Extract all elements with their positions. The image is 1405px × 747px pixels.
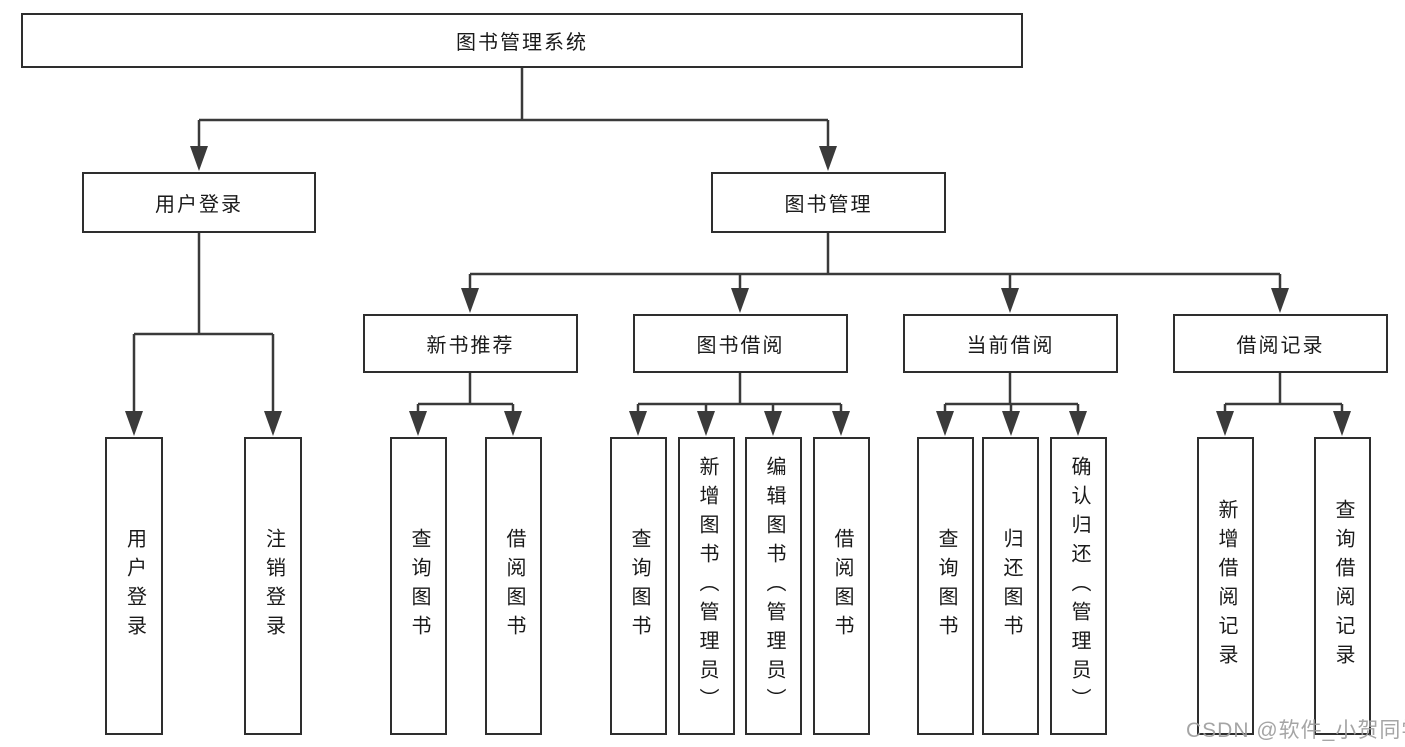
node-new-book-recommend: 新书推荐 xyxy=(363,314,578,373)
arrowhead-icon xyxy=(764,411,782,436)
arrowhead-icon xyxy=(1271,288,1289,313)
leaf-borrow-books: 借阅图书 xyxy=(485,437,542,735)
arrowhead-icon xyxy=(832,411,850,436)
arrowhead-icon xyxy=(936,411,954,436)
leaf-logout: 注销登录 xyxy=(244,437,302,735)
leaf-edit-books-admin: 编辑图书（管理员） xyxy=(745,437,802,735)
node-book-borrow: 图书借阅 xyxy=(633,314,848,373)
arrowhead-icon xyxy=(190,146,208,171)
leaf-add-borrow-record: 新增借阅记录 xyxy=(1197,437,1254,735)
arrowheads xyxy=(125,146,1351,436)
arrowhead-icon xyxy=(1002,411,1020,436)
leaf-borrow-books: 借阅图书 xyxy=(813,437,870,735)
node-current-borrow: 当前借阅 xyxy=(903,314,1118,373)
arrowhead-icon xyxy=(125,411,143,436)
leaf-query-books: 查询图书 xyxy=(917,437,974,735)
leaf-confirm-return-admin: 确认归还（管理员） xyxy=(1050,437,1107,735)
arrowhead-icon xyxy=(819,146,837,171)
leaf-query-borrow-record: 查询借阅记录 xyxy=(1314,437,1371,735)
connector-currentborrow-to-leaves xyxy=(943,373,1080,415)
node-user-login: 用户登录 xyxy=(82,172,316,233)
leaf-user-login: 用户登录 xyxy=(105,437,163,735)
connector-root-to-level2 xyxy=(197,68,830,150)
connector-newbooks-to-leaves xyxy=(416,373,515,415)
arrowhead-icon xyxy=(629,411,647,436)
connector-bookmgmt-to-level3 xyxy=(468,233,1282,292)
arrowhead-icon xyxy=(731,288,749,313)
node-root: 图书管理系统 xyxy=(21,13,1023,68)
leaf-add-books-admin: 新增图书（管理员） xyxy=(678,437,735,735)
arrowhead-icon xyxy=(1216,411,1234,436)
connector-borrowrecords-to-leaves xyxy=(1223,373,1344,415)
csdn-watermark: CSDN @软件_小贺同学 xyxy=(1186,719,1405,742)
arrowhead-icon xyxy=(697,411,715,436)
arrowhead-icon xyxy=(1001,288,1019,313)
arrowhead-icon xyxy=(1333,411,1351,436)
arrowhead-icon xyxy=(409,411,427,436)
connector-bookborrow-to-leaves xyxy=(636,373,843,415)
connector-userlogin-to-leaves xyxy=(132,233,275,415)
arrowhead-icon xyxy=(504,411,522,436)
node-book-management: 图书管理 xyxy=(711,172,946,233)
leaf-query-books: 查询图书 xyxy=(610,437,667,735)
arrowhead-icon xyxy=(461,288,479,313)
node-borrow-records: 借阅记录 xyxy=(1173,314,1388,373)
leaf-query-books: 查询图书 xyxy=(390,437,447,735)
leaf-return-books: 归还图书 xyxy=(982,437,1039,735)
arrowhead-icon xyxy=(264,411,282,436)
arrowhead-icon xyxy=(1069,411,1087,436)
